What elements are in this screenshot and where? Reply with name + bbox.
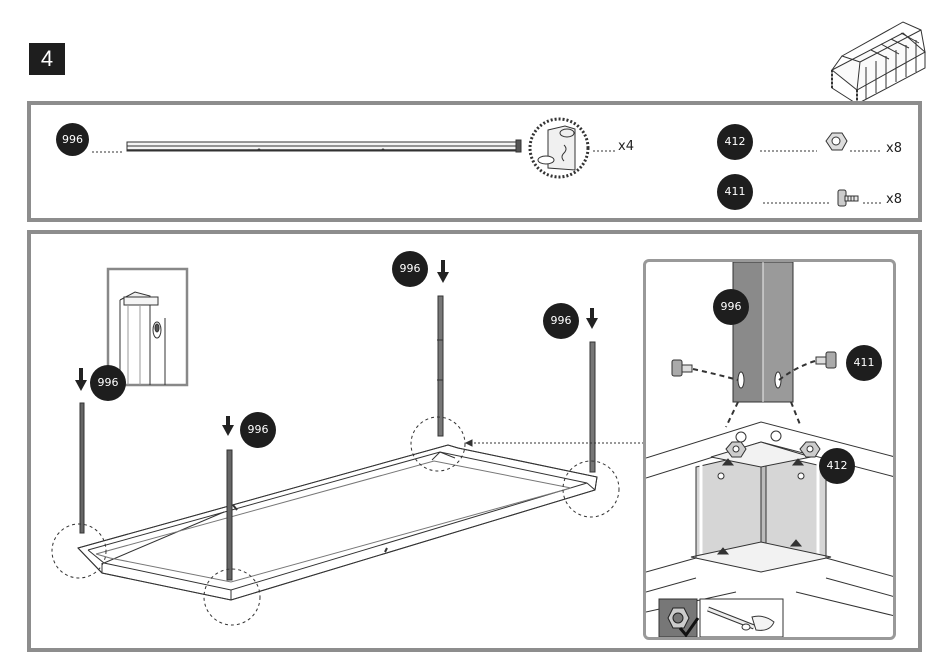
part-quantity: x4 — [618, 139, 634, 154]
detail-bolt-badge: 411 — [846, 345, 882, 381]
part-code-badge: 996 — [56, 123, 89, 156]
corner-detail-illustration — [646, 262, 896, 640]
step-number: 4 — [29, 43, 65, 75]
post-label-badge: 996 — [543, 303, 579, 339]
corner-detail-panel — [643, 259, 896, 640]
detail-post-badge: 996 — [713, 289, 749, 325]
parts-list-panel — [27, 101, 922, 222]
part-quantity: x8 — [886, 141, 902, 156]
detail-nut-badge: 412 — [819, 448, 855, 484]
part-quantity: x8 — [886, 192, 902, 207]
post-label-badge: 996 — [392, 251, 428, 287]
part-code-badge: 411 — [717, 174, 753, 210]
screwdriver-hand-icon — [700, 599, 783, 637]
part-code-badge: 412 — [717, 124, 753, 160]
wrench-socket-icon — [659, 599, 698, 637]
post-label-badge: 996 — [240, 412, 276, 448]
post-label-badge: 996 — [90, 365, 126, 401]
